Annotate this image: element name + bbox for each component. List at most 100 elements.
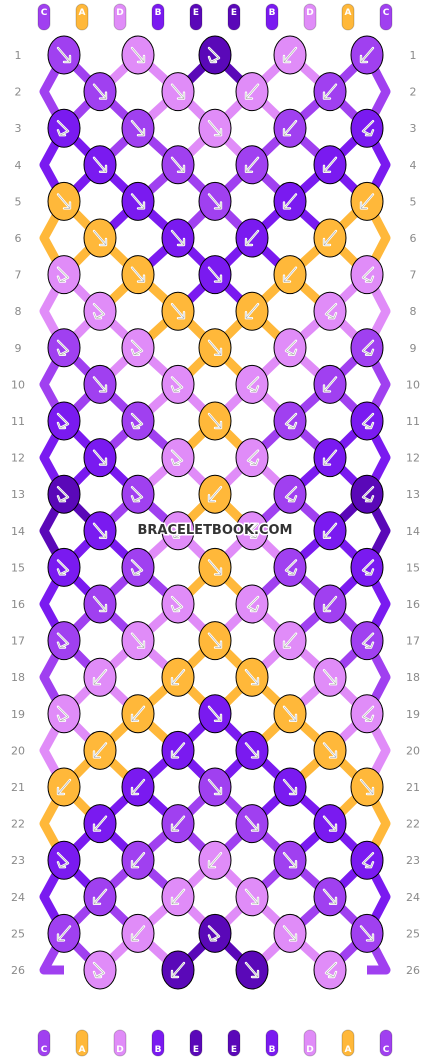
knot-arrow-icon (207, 193, 223, 210)
knot-arrow-outline (283, 706, 297, 722)
knot-arrow-outline (131, 267, 145, 282)
knot-arrow-icon (284, 412, 298, 430)
knot (235, 657, 269, 697)
knot-arrow-outline (171, 889, 185, 905)
row-label-left: 21 (11, 781, 25, 794)
knot (198, 474, 232, 514)
row-label-right: 12 (406, 452, 420, 465)
knot (121, 474, 155, 514)
knot-arrow-icon (56, 412, 70, 430)
knot-arrow-icon (170, 669, 186, 686)
knot-arrow-outline (57, 633, 69, 648)
knot (235, 72, 269, 112)
knot-arrow-icon (244, 961, 260, 979)
knot-arrow-icon (170, 815, 186, 832)
knot-arrow-icon (56, 46, 72, 64)
knot-arrow-outline (171, 670, 185, 685)
knot (121, 401, 155, 441)
knot (83, 218, 117, 258)
bottom-end (341, 1029, 355, 1057)
knot (350, 547, 384, 587)
knot (121, 913, 155, 953)
row-label-left: 11 (11, 415, 25, 428)
knot (47, 328, 81, 368)
row-label-left: 3 (15, 122, 22, 135)
knot (350, 328, 384, 368)
top-end (265, 3, 279, 31)
knot-arrow-outline (283, 267, 297, 282)
knot-arrow-outline (245, 304, 259, 319)
knot-arrow-outline (57, 194, 71, 209)
knot (235, 218, 269, 258)
knot (313, 364, 347, 404)
knot-arrow-icon (322, 376, 338, 393)
row-label-left: 22 (11, 818, 25, 831)
knot-arrow-icon (361, 339, 375, 356)
knot-arrow-icon (207, 412, 223, 430)
knot-arrow-outline (323, 889, 337, 905)
knot-arrow-outline (283, 47, 297, 63)
knot (350, 621, 384, 661)
knot-arrow-icon (361, 120, 375, 137)
knot-arrow-icon (282, 120, 298, 137)
knot-arrow-outline (245, 816, 259, 831)
knot-arrow-outline (285, 413, 297, 429)
knot-arrow-outline (283, 194, 297, 209)
knot-arrow-outline (323, 523, 337, 539)
knot-arrow-outline (131, 121, 145, 136)
knot-arrow-icon (282, 632, 298, 649)
row-label-left: 25 (11, 927, 25, 940)
knot (83, 804, 117, 844)
knot-arrow-icon (56, 193, 72, 210)
knot-arrow-outline (362, 560, 374, 575)
knot-arrow-outline (131, 413, 143, 429)
knot (121, 767, 155, 807)
knot-arrow-icon (282, 266, 298, 283)
knot (47, 767, 81, 807)
knot (198, 328, 232, 368)
knot (83, 364, 117, 404)
knot-arrow-icon (130, 486, 144, 503)
knot-arrow-icon (92, 449, 108, 466)
knot-arrow-icon (322, 669, 338, 686)
row-label-left: 16 (11, 598, 25, 611)
knot-arrow-icon (92, 522, 108, 539)
knot-arrow-outline (93, 743, 107, 758)
knot-arrow-outline (57, 706, 69, 722)
knot (313, 291, 347, 331)
knot-arrow-icon (282, 705, 298, 722)
knot (313, 438, 347, 478)
knot-arrow-icon (130, 412, 144, 430)
knot-arrow-outline (360, 194, 374, 209)
top-end (37, 3, 51, 31)
knot-arrow-icon (246, 522, 260, 539)
knot (121, 840, 155, 880)
knot-arrow-icon (130, 46, 146, 64)
knot-arrow-icon (92, 815, 108, 832)
knot-arrow-icon (361, 852, 375, 869)
knot-arrow-outline (245, 670, 259, 685)
knot (350, 255, 384, 295)
knot (273, 767, 307, 807)
knot-arrow-outline (245, 889, 259, 905)
knot-arrow-outline (57, 120, 69, 136)
knot-arrow-outline (208, 487, 222, 502)
row-label-left: 2 (15, 86, 22, 99)
knot (121, 328, 155, 368)
knot-arrow-outline (362, 340, 374, 356)
row-label-left: 9 (15, 342, 22, 355)
knot-arrow-outline (323, 596, 337, 612)
knot-arrow-icon (322, 156, 338, 173)
knot-arrow-outline (93, 816, 107, 831)
knot (313, 950, 347, 990)
row-label-left: 20 (11, 744, 25, 757)
knot-arrow-outline (171, 230, 185, 246)
knot-arrow-outline (323, 377, 337, 392)
knot (313, 657, 347, 697)
row-label-right: 15 (406, 561, 420, 574)
knot-arrow-outline (208, 413, 222, 429)
knot-arrow-icon (92, 376, 108, 393)
bottom-strand-label: D (116, 1045, 123, 1055)
knot (198, 913, 232, 953)
